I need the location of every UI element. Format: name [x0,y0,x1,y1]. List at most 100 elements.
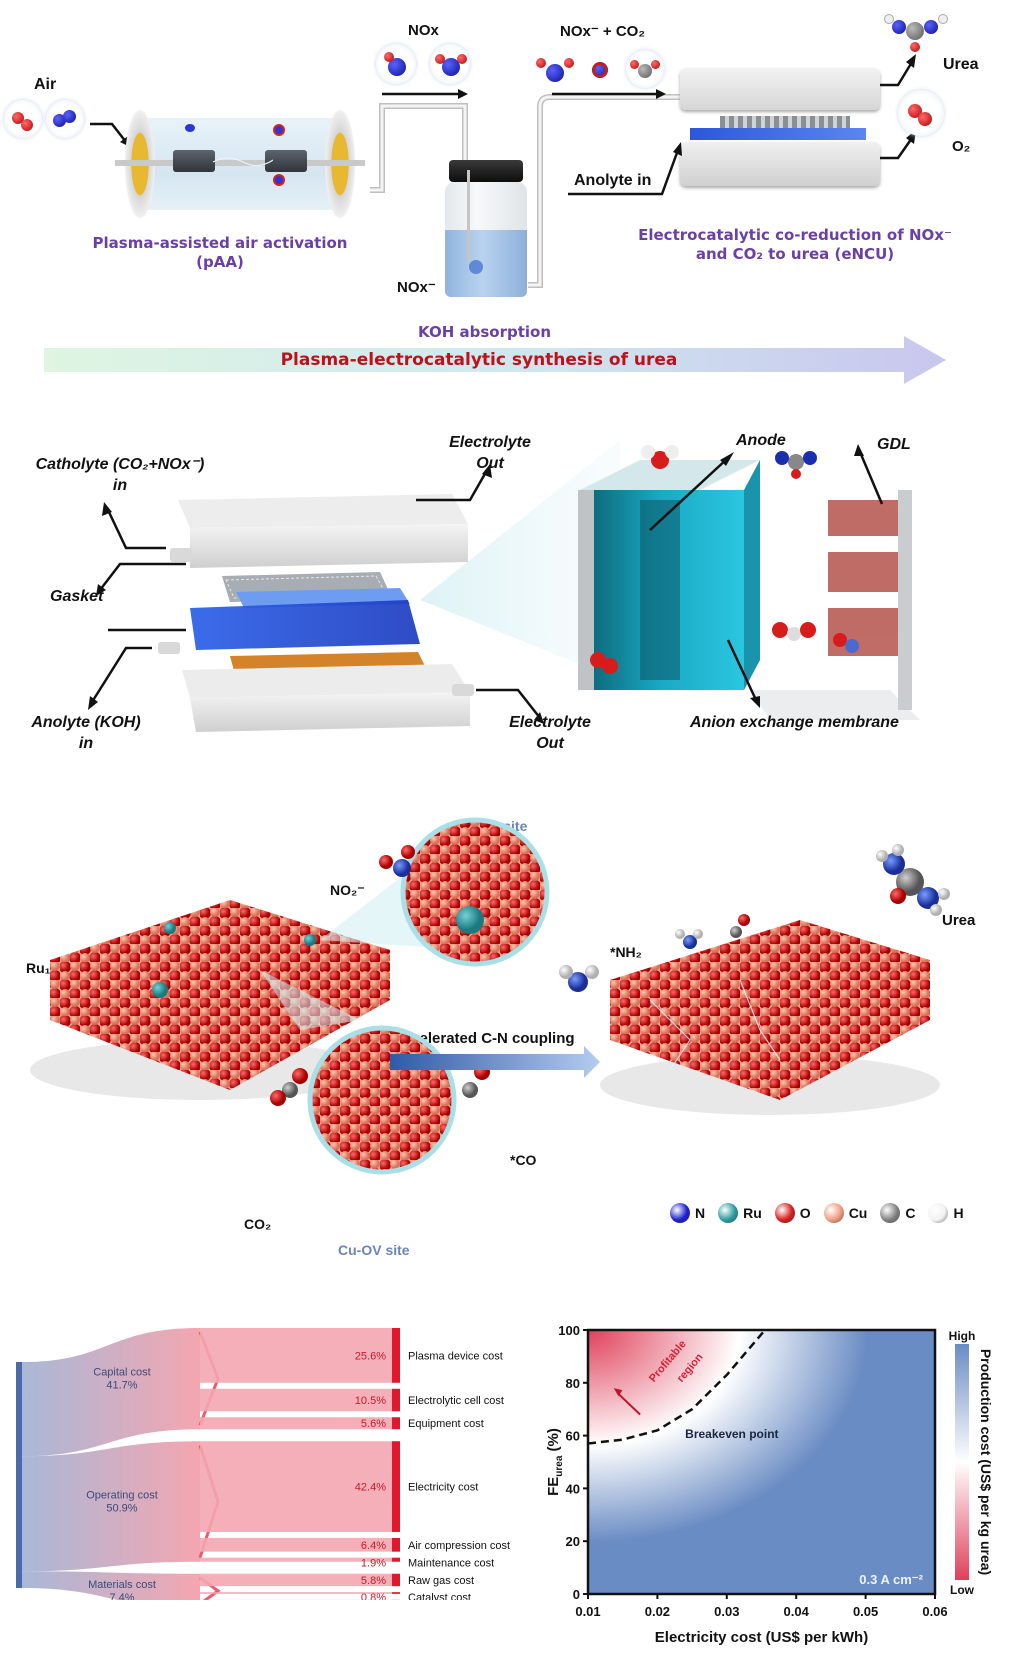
anion-exchange-membrane-label: Anion exchange membrane [690,714,899,731]
process-arrow-label: Plasma-electrocatalytic synthesis of ure… [280,350,678,370]
sankey-item-label: Catalyst cost [408,1592,471,1600]
sankey-item-node [392,1441,400,1532]
anode-current-collector [578,490,594,690]
electrolyte-out-top-line1: Electrolyte [449,434,531,451]
top-end-plate [190,524,468,568]
sankey-item-node [392,1573,400,1587]
nitrogen-atom-icon [388,58,406,76]
y-tick-label: 80 [566,1376,580,1391]
y-tick-label: 20 [566,1534,580,1549]
sankey-item-percent: 0.8% [361,1592,386,1600]
leader-lines [90,471,541,719]
sankey-item-label: Plasma device cost [408,1350,503,1362]
sankey-group-flow [22,1328,200,1457]
sankey-item-percent: 25.6% [355,1350,386,1362]
x-tick-label: 0.04 [784,1604,810,1619]
legend-label-o: O [799,1205,811,1221]
liquid-tubing [528,94,680,288]
urea-label: Urea [942,912,976,929]
nitrogen-atom-icon [53,114,66,127]
sankey-item-flow [200,1573,392,1587]
anolyte-koh-in-line1: Anolyte (KOH) [31,714,141,731]
anolyte-in-label: Anolyte in [574,172,652,189]
electrode-right [265,150,307,172]
o2-product-label: O₂ [952,138,971,155]
nox-molecule-icon [273,174,285,186]
zoom-beam [420,440,620,680]
urea-product-label: Urea [943,56,979,73]
sankey-group-label: Capital cost [93,1367,150,1379]
carbon-atom-icon [638,64,652,78]
legend-label-h: H [953,1205,964,1221]
colorbar-high-label: High [949,1329,976,1343]
closeup-leader-lines [649,451,884,701]
sankey-item-node [392,1388,400,1412]
legend-swatch-h [928,1203,949,1223]
koh-solution [445,230,527,297]
electrolyte-outlet-port [452,684,474,696]
cell-closeup [578,444,920,720]
no2-label: NO₂⁻ [330,882,365,898]
gas-tubing [370,103,468,193]
breakeven-curve [587,1329,766,1445]
encu-title-line1: Electrocatalytic co-reduction of NOx⁻ [638,226,952,244]
ru-cuox-slab [50,900,390,1090]
oxygen-atom-icon [918,112,932,126]
legend-label-cu: Cu [848,1205,868,1221]
koh-absorption-label: KOH absorption [418,323,552,341]
sankey-item-label: Electrolytic cell cost [408,1395,504,1407]
oxygen-atom-icon [457,54,467,64]
urea-molecule-icon [880,4,950,64]
colorbar-title: Production cost (US$ per kg urea) [978,1349,994,1575]
paa-title-line1: Plasma-assisted air activation [92,234,348,252]
x-tick-label: 0.03 [714,1604,739,1619]
cell-membrane [690,128,866,140]
nitrogen-atom-icon [63,110,76,123]
electrolyte-out-bottom-label: Electrolyte Out [490,712,610,754]
sankey-group-percent: 50.9% [106,1502,137,1514]
sankey-source-node [16,1362,22,1588]
coupling-arrow [390,1046,600,1078]
catalyst-illustration [30,817,950,1175]
sankey-item-flow [200,1592,392,1594]
sankey-group-flow [22,1571,200,1600]
breakeven-label: Breakeven point [685,1427,778,1441]
sankey-item-node [392,1417,400,1430]
sankey-item-node [392,1592,400,1594]
sankey-item-flow [200,1537,392,1552]
oxygen-atom-icon [630,60,639,69]
sankey-item-flow [200,1441,392,1532]
anolyte-koh-in-label: Anolyte (KOH) in [16,712,156,754]
ru-atom-icon [152,982,168,998]
cell-top-plate [680,68,880,110]
sankey-item-flow [200,1328,392,1383]
bottom-end-plate [190,692,470,732]
electrolyte-out-top-line2: Out [476,455,504,472]
oxygen-atom-icon [435,54,445,64]
n2-molecule-icon [185,124,195,132]
anolyte-koh-in-line2: in [78,735,94,752]
y-tick-label: 40 [566,1481,580,1496]
anolyte-inlet-port [158,642,180,654]
sankey-item-percent: 42.4% [355,1482,386,1494]
heatmap-field [588,1330,935,1594]
nox-co2-flow-arrow [552,89,666,99]
electrolyte-out-bottom-line1: Electrolyte [509,714,591,731]
sankey-group-percent: 7.4% [109,1592,134,1600]
gasket-label: Gasket [50,588,104,605]
gdl-label: GDL [877,436,911,453]
electrolyzer-cell [680,68,880,188]
oxygen-atom-icon [536,58,546,68]
paa-title: Plasma-assisted air activation (pAA) [90,234,350,272]
nitrogen-atom-icon [442,58,460,76]
sankey-group-percent: 41.7% [106,1380,137,1392]
process-arrow [44,336,946,384]
current-density-label: 0.3 A cm⁻² [859,1572,923,1587]
sankey-item-percent: 1.9% [361,1558,386,1570]
electrolyte-out-top-label: Electrolyte Out [430,432,550,474]
sankey-group-label: Materials cost [88,1579,156,1591]
catholyte-inlet-port [170,548,192,562]
anion-exchange-membrane-layer [190,600,420,650]
sankey-item-percent: 10.5% [355,1395,386,1407]
